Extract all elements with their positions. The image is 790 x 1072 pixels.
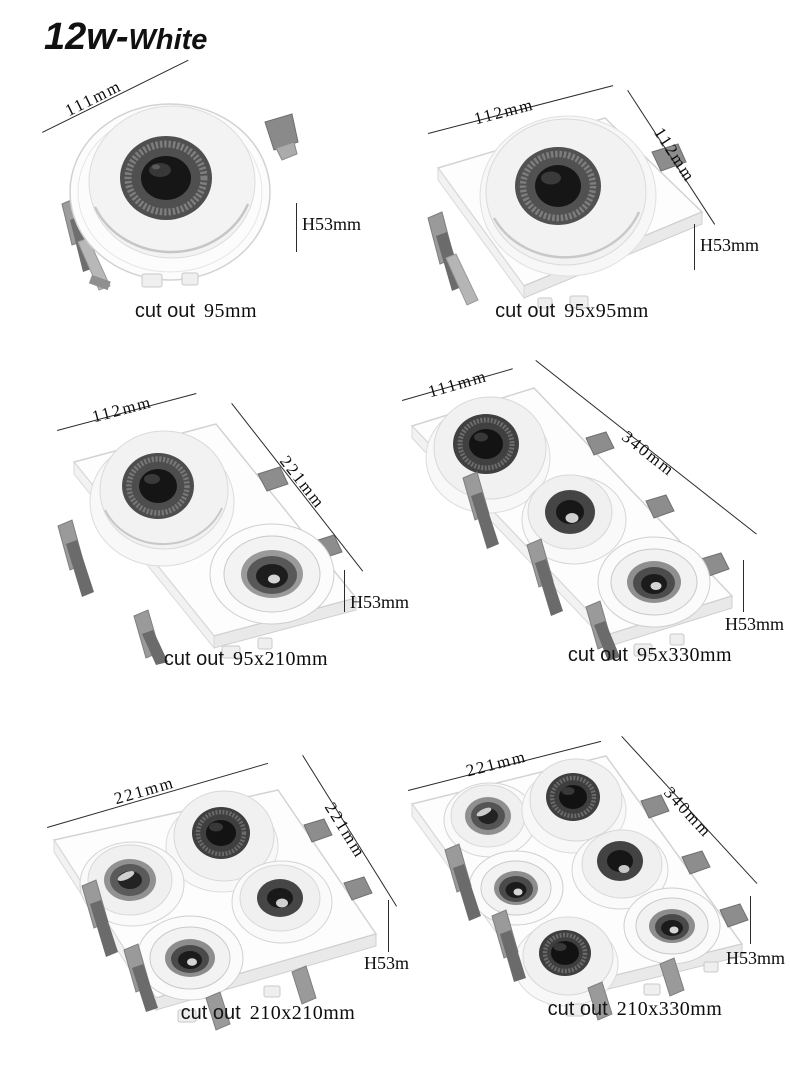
mounting-feet [565, 961, 719, 1017]
p5-cutout-prefix: cut out [180, 1002, 241, 1024]
p2-cutout-value: 95x95mm [564, 300, 649, 322]
p6-cutout-caption: cut out 210x330mm [520, 998, 750, 1021]
mounting-tab [651, 143, 687, 172]
gimbal-lamp-head [79, 841, 185, 927]
recessed-lamp-head [209, 523, 335, 625]
product-rect-3head-illustration [410, 387, 734, 661]
page-title: 12w-White [44, 16, 207, 59]
gimbal-lamp-head [513, 916, 619, 1007]
p1-height-label: H53mm [302, 214, 362, 234]
product-square-1head-illustration [427, 115, 704, 309]
gimbal-lamp-head [425, 396, 551, 514]
product-rect-6head-illustration [410, 755, 749, 1021]
p4-height-label: H53mm [725, 614, 785, 634]
gimbal-lamp-head [88, 105, 256, 259]
mounting-feet [141, 272, 199, 288]
p2-height-label: H53mm [700, 235, 760, 255]
product-rect-2head-illustration [57, 423, 358, 665]
p5-cutout-value: 210x210mm [249, 1002, 356, 1024]
p5-height-dimension-line [388, 900, 389, 952]
mounting-feet [177, 985, 281, 1023]
mounting-tab [264, 113, 299, 161]
mounting-feet [537, 295, 589, 309]
p5-height-label: H53m [364, 953, 409, 973]
spring-clip [81, 879, 317, 1031]
spring-clip [57, 519, 168, 665]
gimbal-lamp-head [521, 758, 627, 854]
spring-clip [61, 197, 111, 291]
p4-cutout-caption: cut out 95x330mm [540, 644, 760, 667]
spring-clip [444, 843, 685, 1021]
product-square-4head-illustration [52, 789, 378, 1031]
gimbal-lamp-head [165, 790, 279, 893]
mounting-feet [221, 637, 273, 659]
p1-cutout-value: 95mm [203, 300, 258, 322]
p3-cutout-prefix: cut out [163, 648, 224, 670]
p6-cutout-value: 210x330mm [616, 998, 723, 1020]
p3-height-dimension-line [344, 570, 345, 612]
p2-cutout-prefix: cut out [495, 300, 556, 322]
gimbal-lamp-head [479, 115, 657, 277]
p1-cutout-prefix: cut out [134, 300, 195, 322]
p4-cutout-value: 95x330mm [636, 644, 733, 666]
product-round-1head-illustration [61, 103, 299, 291]
gimbal-lamp-head [571, 829, 669, 910]
p2-cutout-caption: cut out 95x95mm [472, 300, 672, 323]
page-title-color: White [128, 24, 208, 56]
mounting-feet [633, 633, 685, 657]
p4-cutout-prefix: cut out [567, 644, 628, 666]
gimbal-lamp-head [521, 474, 627, 565]
p4-height-dimension-line [743, 560, 744, 612]
recessed-lamp-head [136, 915, 244, 1001]
p6-height-dimension-line [750, 896, 751, 944]
spring-clip [462, 471, 620, 661]
mounting-tab [303, 818, 373, 901]
recessed-lamp-head [597, 536, 711, 628]
p6-height-label: H53mm [726, 948, 786, 968]
p1-height-dimension-line [296, 203, 297, 252]
gimbal-lamp-head [443, 782, 537, 858]
recessed-lamp-head [468, 850, 564, 926]
p5-cutout-caption: cut out 210x210mm [153, 1002, 383, 1025]
mounting-tab [640, 794, 749, 928]
gimbal-lamp-head [231, 860, 333, 944]
p3-cutout-value: 95x210mm [232, 648, 329, 670]
p1-cutout-caption: cut out 95mm [96, 300, 296, 323]
recessed-lamp-head [623, 887, 721, 965]
p3-height-label: H53mm [350, 592, 410, 612]
p2-height-dimension-line [694, 224, 695, 270]
page-title-wattage: 12w- [44, 16, 129, 58]
p6-cutout-prefix: cut out [547, 998, 608, 1020]
spring-clip [427, 211, 479, 306]
gimbal-lamp-head [89, 430, 235, 567]
p3-cutout-caption: cut out 95x210mm [136, 648, 356, 671]
